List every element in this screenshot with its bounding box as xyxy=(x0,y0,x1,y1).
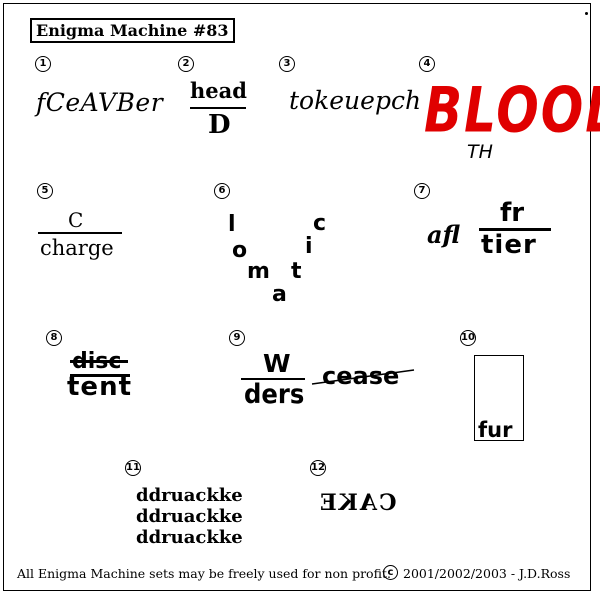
puzzle-6-letter-2: o xyxy=(232,238,248,263)
puzzle-8-fraction-bar xyxy=(70,374,130,377)
puzzle-6-letter-5: t xyxy=(291,259,302,284)
puzzle-number-6: 6 xyxy=(214,183,230,199)
puzzle-9-right: cease xyxy=(322,362,400,390)
puzzle-11-line-3: ddruackke xyxy=(136,527,243,548)
puzzle-9-bottom: ders xyxy=(244,379,305,410)
puzzle-frame xyxy=(3,3,591,591)
puzzle-number-11: 11 xyxy=(125,460,141,476)
puzzle-8-strike xyxy=(70,360,128,363)
corner-dot xyxy=(585,12,588,15)
puzzle-6-letter-6: i xyxy=(305,234,313,259)
puzzle-4-big-word: BLOOD xyxy=(424,74,600,147)
footer-copyright: 2001/2002/2003 - J.D.Ross xyxy=(403,566,571,581)
puzzle-7-bottom: tier xyxy=(481,230,537,260)
puzzle-9-fraction-bar xyxy=(241,378,305,380)
puzzle-7-fraction-bar xyxy=(479,228,551,231)
puzzle-number-9: 9 xyxy=(229,330,245,346)
puzzle-number-3: 3 xyxy=(279,56,295,72)
puzzle-number-2: 2 xyxy=(178,56,194,72)
puzzle-number-1: 1 xyxy=(35,56,51,72)
puzzle-2-fraction-bar xyxy=(190,107,246,109)
puzzle-5-top: C xyxy=(68,208,84,232)
puzzle-5-bottom: charge xyxy=(40,236,114,260)
puzzle-1-text: fCeAVBer xyxy=(36,88,164,117)
puzzle-10-text: fur xyxy=(478,418,513,442)
puzzle-number-12: 12 xyxy=(310,460,326,476)
puzzle-6-letter-1: l xyxy=(228,212,236,237)
puzzle-6-letter-4: a xyxy=(272,282,287,307)
copyright-icon: c xyxy=(383,565,398,580)
puzzle-6-letter-7: c xyxy=(313,211,327,236)
footer-notice: All Enigma Machine sets may be freely us… xyxy=(17,566,391,581)
puzzle-number-8: 8 xyxy=(46,330,62,346)
puzzle-number-10: 10 xyxy=(460,330,476,346)
puzzle-number-7: 7 xyxy=(414,183,430,199)
page-title: Enigma Machine #83 xyxy=(30,18,235,43)
puzzle-3-text: tokeuepch xyxy=(289,86,422,115)
puzzle-5-fraction-bar xyxy=(38,232,122,234)
puzzle-7-top: fr xyxy=(500,198,525,228)
puzzle-8-bottom: tent xyxy=(67,372,133,402)
puzzle-number-4: 4 xyxy=(419,56,435,72)
puzzle-9-strike-line xyxy=(311,369,415,385)
puzzle-7-left: afl xyxy=(427,220,460,249)
puzzle-9-top: W xyxy=(263,349,291,378)
puzzle-4-small-word: TH xyxy=(467,141,493,163)
puzzle-11-line-1: ddruackke xyxy=(136,485,243,506)
puzzle-12-mirrored-text: CAKE xyxy=(318,490,397,516)
puzzle-2-top: head xyxy=(190,78,247,103)
puzzle-11-line-2: ddruackke xyxy=(136,506,243,527)
puzzle-6-letter-3: m xyxy=(247,259,270,284)
puzzle-2-bottom: D xyxy=(208,110,231,140)
puzzle-10-box xyxy=(474,355,524,441)
puzzle-number-5: 5 xyxy=(37,183,53,199)
